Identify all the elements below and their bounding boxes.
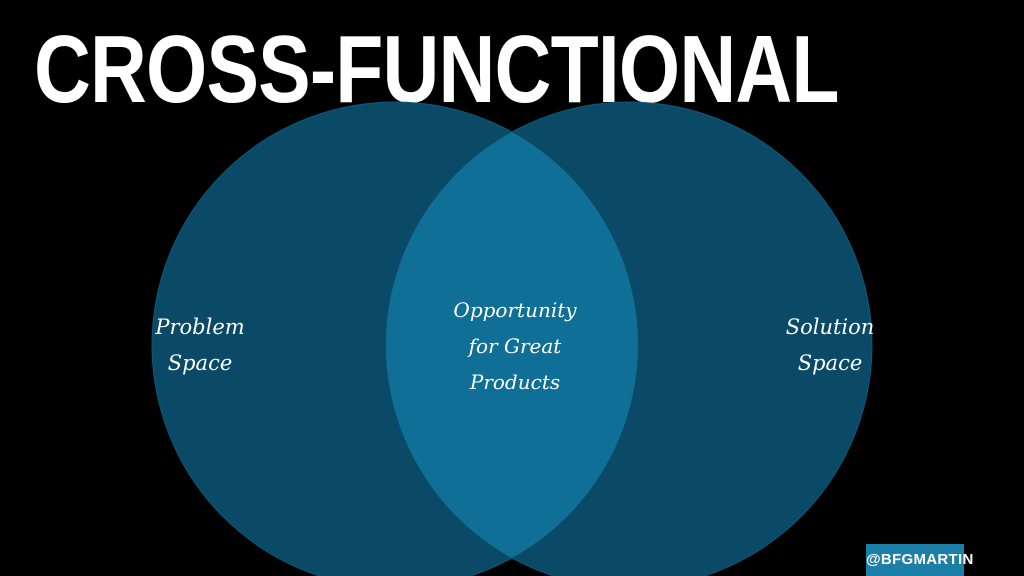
problem-space-line-2: Space <box>167 351 233 375</box>
overlap-line-2: for Great <box>468 334 562 358</box>
solution-space-line-1: Solution <box>785 315 875 339</box>
slide-title: CROSS-FUNCTIONAL <box>34 16 839 123</box>
twitter-handle-badge: @BFGMARTIN <box>866 544 973 576</box>
problem-space-label: Problem Space <box>140 309 260 381</box>
overlap-line-1: Opportunity <box>453 298 577 322</box>
overlap-label: Opportunity for Great Products <box>420 292 610 400</box>
overlap-line-3: Products <box>469 370 561 394</box>
overlap-region <box>386 102 638 576</box>
solution-space-line-2: Space <box>797 351 863 375</box>
solution-space-label: Solution Space <box>770 309 890 381</box>
problem-space-line-1: Problem <box>155 315 245 339</box>
